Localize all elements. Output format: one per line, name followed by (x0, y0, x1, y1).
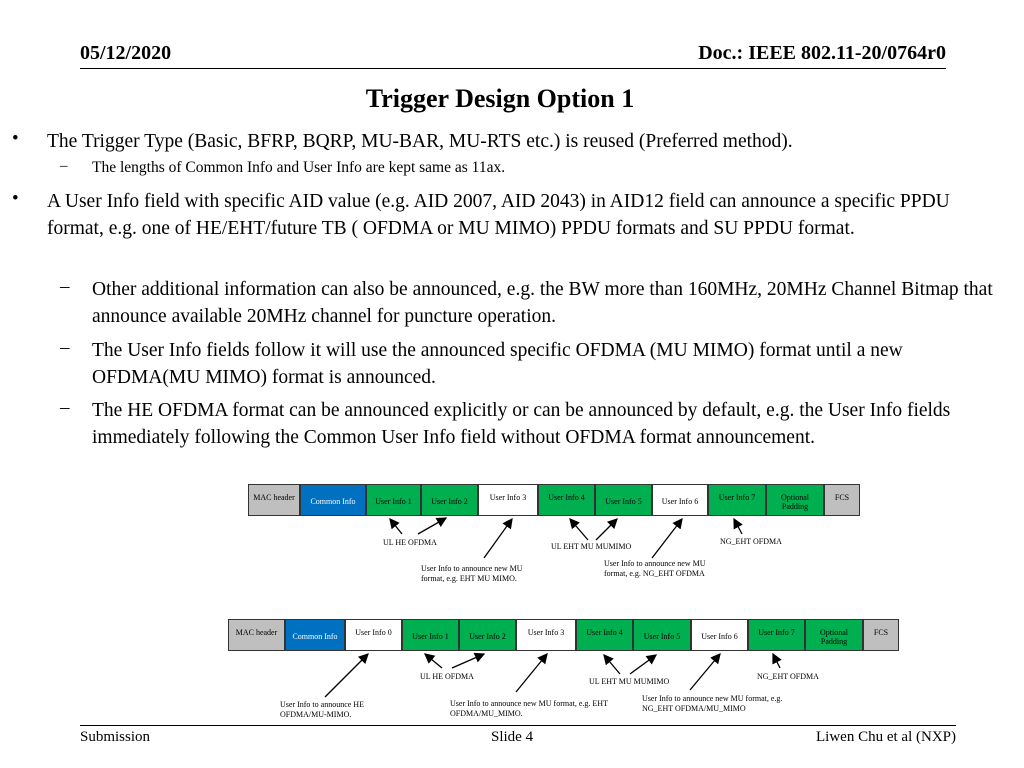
label-ng-eht-ofdma: NG_EHT OFDMA (720, 537, 782, 546)
cell-user-info: User Info 1 (366, 484, 421, 516)
cell-user-info: User Info 4 (538, 484, 595, 516)
sub-bullet-dash: – (60, 337, 70, 358)
cell-user-info-announce: User Info 3 (478, 484, 538, 516)
cell-user-info: User Info 5 (633, 619, 691, 651)
footer-submission: Submission (80, 729, 151, 745)
cell-optional-padding: Optional Padding (805, 619, 863, 651)
sub-bullet-dash: – (60, 397, 70, 418)
footer-slide-number: Slide 4 (491, 729, 534, 745)
label-announce-eht: User Info to announce new MU format, e.g… (421, 564, 523, 583)
label-ng-eht-ofdma: NG_EHT OFDMA (757, 672, 819, 681)
label-ul-he-ofdma: UL HE OFDMA (383, 538, 437, 547)
header-divider (80, 68, 946, 69)
cell-user-info: User Info 1 (402, 619, 459, 651)
cell-common-info: Common Info (300, 484, 366, 516)
cell-user-info: User Info 7 (748, 619, 805, 651)
bullet-2-sub-2: The User Info fields follow it will use … (92, 340, 903, 388)
bullet-1: The Trigger Type (Basic, BFRP, BQRP, MU-… (47, 131, 793, 152)
bullet-2: A User Info field with specific AID valu… (47, 191, 950, 239)
cell-user-info: User Info 4 (576, 619, 633, 651)
cell-fcs: FCS (824, 484, 860, 516)
sub-bullet-dash: – (60, 276, 70, 297)
cell-mac-header: MAC header (248, 484, 300, 516)
bullet-dot: • (12, 128, 19, 149)
cell-common-info: Common Info (285, 619, 345, 651)
header-doc-id: Doc.: IEEE 802.11-20/0764r0 (698, 42, 946, 64)
label-announce-ng-eht: User Info to announce new MU format, e.g… (604, 559, 706, 578)
slide-title: Trigger Design Option 1 (365, 84, 635, 113)
label-ul-eht-mu-mimo: UL EHT MU MUMIMO (589, 677, 670, 686)
cell-fcs: FCS (863, 619, 899, 651)
label-announce-eht: User Info to announce new MU format, e.g… (450, 699, 608, 718)
bullet-dot: • (12, 188, 19, 209)
sub-bullet-dash: – (60, 158, 68, 174)
cell-user-info: User Info 7 (708, 484, 766, 516)
label-ul-eht-mu-mimo: UL EHT MU MUMIMO (551, 542, 632, 551)
cell-user-info-announce: User Info 6 (652, 484, 708, 516)
bullet-2-sub-1: Other additional information can also be… (92, 279, 993, 327)
footer-divider (80, 725, 956, 726)
cell-user-info: User Info 5 (595, 484, 652, 516)
cell-optional-padding: Optional Padding (766, 484, 824, 516)
header-date: 05/12/2020 (80, 42, 172, 64)
footer-author: Liwen Chu et al (NXP) (816, 729, 956, 745)
cell-mac-header: MAC header (228, 619, 285, 651)
cell-user-info: User Info 2 (421, 484, 478, 516)
label-announce-ng-eht: User Info to announce new MU format, e.g… (642, 694, 783, 713)
label-ul-he-ofdma: UL HE OFDMA (420, 672, 474, 681)
cell-user-info-announce: User Info 0 (345, 619, 402, 651)
bullet-1-sub: The lengths of Common Info and User Info… (92, 159, 506, 176)
cell-user-info: User Info 2 (459, 619, 516, 651)
bullet-2-sub-3: The HE OFDMA format can be announced exp… (92, 400, 951, 448)
cell-user-info-announce: User Info 6 (691, 619, 748, 651)
cell-user-info-announce: User Info 3 (516, 619, 576, 651)
label-announce-he: User Info to announce HE OFDMA/MU-MIMO. (280, 700, 364, 719)
